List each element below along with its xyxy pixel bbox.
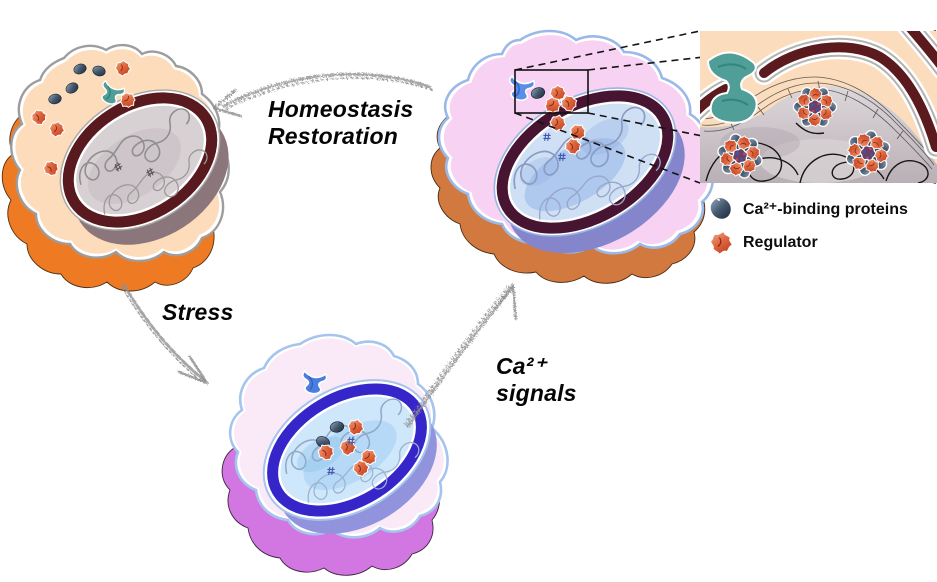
homeostasis-arrow [212,72,433,118]
zoom-inset-panel [700,31,937,183]
homeostasis-restoration-label: Homeostasis Restoration [268,96,413,150]
legend-item-ca-binding-proteins: Ca²⁺-binding proteins [709,196,908,221]
nuclear-envelope [700,31,937,159]
arrowhead [212,88,243,118]
stress-arrow [121,283,209,385]
homeostasis-label-line2: Restoration [268,122,398,149]
nuclear-pore-icon [505,75,536,104]
ca-binding-protein-icon [710,198,731,219]
nuclear-pore-icon [299,370,328,396]
ca-signals-label-line1: Ca²⁺ [496,353,547,379]
ca-signals-arrow [404,283,518,428]
stressed-cell [221,333,449,576]
homeostasis-label-line1: Homeostasis [268,96,414,122]
signaling-cell [430,29,715,284]
zoom-region-rect [514,69,589,114]
nuclear-pore-complex-icon [706,51,758,124]
ca-signals-label-line2: signals [496,379,577,406]
restored-cell [1,43,230,292]
legend: Ca²⁺-binding proteins Regulator [709,196,908,255]
stress-label: Stress [162,299,234,325]
regulator-icon [711,232,732,254]
nucleus [59,89,229,245]
arrowhead [177,355,209,385]
legend-item-regulator: Regulator [709,230,908,255]
legend-label-ca-binding-proteins: Ca²⁺-binding proteins [743,200,908,218]
nucleus [493,87,685,254]
nuclear-pore-icon [96,79,127,109]
legend-label-regulator: Regulator [743,233,818,251]
arrowhead [493,283,518,322]
ca-signals-label: Ca²⁺ signals [496,353,577,407]
